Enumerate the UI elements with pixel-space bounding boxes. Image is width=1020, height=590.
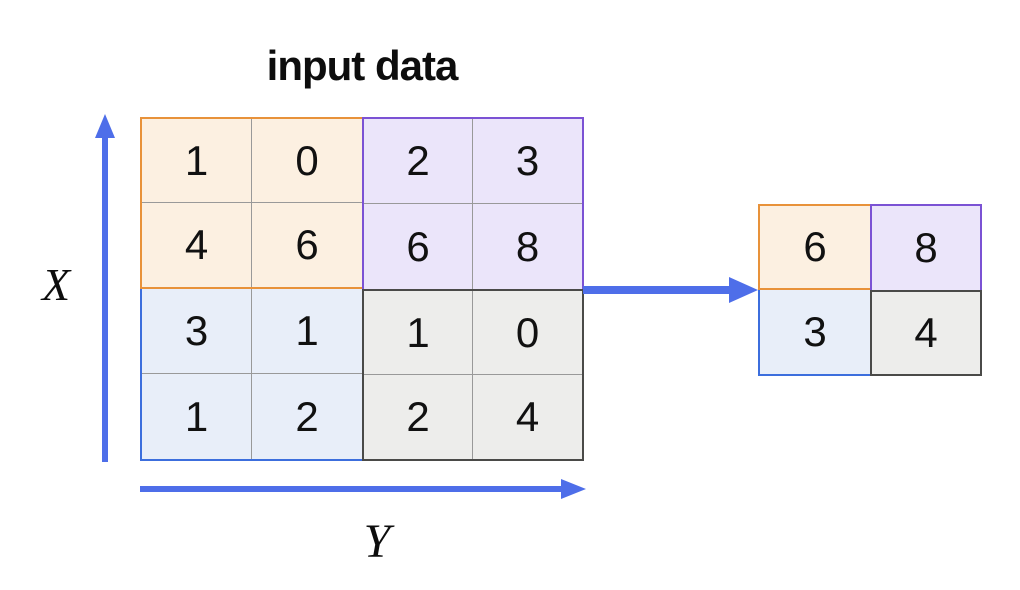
y-axis-arrow-head-icon	[561, 479, 586, 499]
input-cell-r3c2: 2	[364, 375, 473, 459]
input-quadrant-bottom-right: 1 0 2 4	[362, 289, 584, 461]
input-cell-r1c3: 8	[515, 222, 540, 270]
input-to-output-arrow-head-icon	[729, 277, 758, 303]
input-cell-r3c0: 1	[142, 374, 252, 459]
output-cell-r0c0: 6	[803, 223, 827, 270]
input-cell-r2c2: 1	[364, 291, 473, 375]
y-axis-arrow	[140, 479, 586, 499]
input-cell-r1c0: 4	[142, 203, 252, 287]
output-quadrant-top-left: 6	[758, 204, 870, 290]
input-grid: 1 0 4 6 2 3 6 8 3 1 1 2 1 0 2 4	[140, 117, 584, 461]
input-cell-r2c0: 3	[142, 289, 252, 374]
input-cell-r3c1: 2	[295, 392, 319, 440]
input-cell-r0c0: 1	[142, 119, 252, 203]
output-cell-r0c1: 8	[914, 224, 938, 271]
input-cell-r2c1: 1	[252, 289, 362, 374]
input-cell-r0c2: 2	[364, 119, 473, 204]
input-cell-r0c3: 3	[473, 119, 582, 204]
output-quadrant-bottom-right: 4	[870, 290, 982, 376]
output-cell-r1c1: 4	[914, 309, 938, 356]
output-quadrant-bottom-left: 3	[758, 290, 870, 376]
output-quadrant-top-right: 8	[870, 204, 982, 290]
input-cell-r1c1: 6	[295, 221, 319, 268]
input-quadrant-top-right: 2 3 6 8	[362, 117, 584, 289]
input-cell-r3c3: 4	[515, 393, 540, 440]
diagram-title: input data	[266, 42, 459, 89]
y-axis-label: Y	[363, 515, 391, 568]
x-axis-label: X	[41, 259, 71, 310]
output-grid: 6 8 3 4	[758, 204, 982, 376]
input-quadrant-top-left: 1 0 4 6	[140, 117, 362, 289]
input-cell-r2c3: 0	[473, 291, 582, 375]
input-quadrant-bottom-left: 3 1 1 2	[140, 289, 362, 461]
input-cell-r1c2: 6	[364, 204, 473, 289]
output-cell-r1c0: 3	[803, 308, 827, 355]
input-to-output-arrow	[583, 277, 758, 303]
x-axis-arrow	[95, 114, 115, 462]
input-cell-r0c1: 0	[252, 119, 362, 203]
x-axis-arrow-head-icon	[95, 114, 115, 138]
